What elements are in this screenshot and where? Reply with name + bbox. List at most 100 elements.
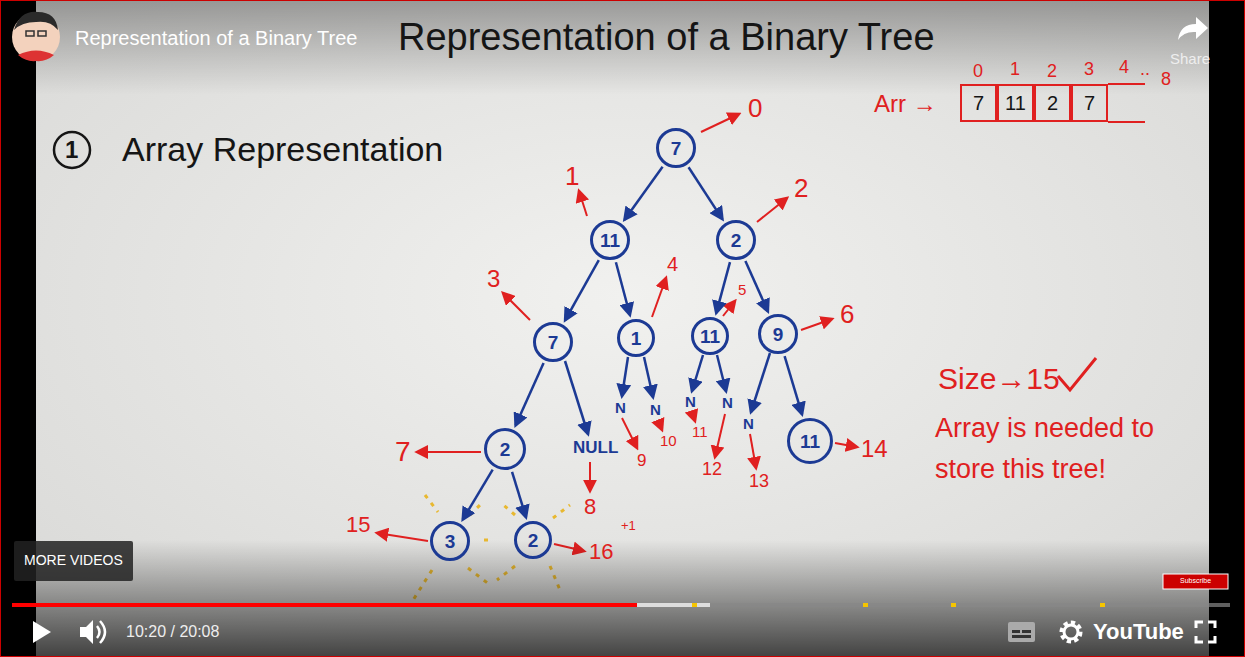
tree-edge [516,363,544,425]
captions-line [1012,630,1020,633]
tree-index: 16 [589,540,613,564]
board-title: Representation of a Binary Tree [398,17,935,59]
gear-teeth [1062,623,1080,641]
tree-index: 4 [667,253,678,275]
chapter-mark [951,603,956,607]
node-circle [760,316,797,353]
node-value: 11 [800,432,820,451]
cell-value: 11 [1005,93,1026,113]
corner [1208,636,1215,642]
check-mark [1058,358,1096,390]
node-value: 1 [631,329,642,348]
share-icon [1178,17,1208,40]
captions-icon [1008,622,1035,642]
corner [1196,622,1203,628]
tree-index: 15 [346,513,370,537]
array-empty-cell [1108,84,1145,122]
index-arrow [589,462,591,491]
node-circle [535,324,572,361]
node-value: 2 [528,531,539,550]
index-arrow [658,420,662,430]
tree-index: 10 [660,433,677,450]
progress-buffer [637,603,710,607]
null-marker: N [722,395,733,412]
node-circle [592,222,629,259]
tree-index: 13 [749,472,769,492]
tree-index: 11 [692,424,708,441]
note-text: Array is needed to store this tree! [935,408,1207,489]
captions-box [1008,622,1035,642]
subscribe-button [1163,574,1228,589]
section-heading: Array Representation [122,131,443,168]
video-title: Representation of a Binary Tree [75,27,357,49]
node-circle [486,430,525,469]
tree-edge [565,260,599,320]
tree-node: 11 [787,418,833,464]
array-border [1108,83,1145,85]
array-index: 0 [973,62,983,82]
node-circle [658,130,695,167]
time-display: 10:20 / 20:08 [126,623,219,641]
array-index: 1 [1010,60,1020,80]
subscribe-label: Subscribe [1180,577,1211,585]
dash [553,505,570,518]
null-arrow [622,357,628,396]
array-index: .. [1140,60,1150,80]
tree-edge [745,261,767,311]
null-marker: N [743,416,754,433]
node-circle [619,321,654,356]
node-circle [432,523,469,560]
array-index: 3 [1084,60,1094,80]
dash [500,502,515,515]
index-arrow [417,451,481,453]
array-cell: 7 [1071,84,1108,122]
node-circle [718,222,755,259]
tree-edge [512,472,526,517]
node-value: 3 [445,532,456,551]
node-value: 7 [548,333,559,352]
avatar-shirt [18,51,54,62]
null-marker: N [615,400,626,417]
tree-index: 12 [702,460,722,480]
more-videos-box [14,541,133,581]
tree-index: 9 [637,452,646,471]
array-index: 4 [1119,58,1129,78]
node-circle [789,420,832,463]
array-border [1108,121,1145,123]
index-arrow [692,412,695,421]
avatar-glasses [38,31,46,36]
null-arrow [565,361,588,434]
index-arrow [750,434,756,468]
tree-index: 2 [794,174,808,203]
array-index: 8 [1161,70,1171,90]
array-cell: 2 [1034,84,1071,122]
index-arrow [757,198,787,222]
tree-index: 8 [584,495,596,519]
tree-index: 0 [748,94,762,123]
cell-value: 2 [1047,93,1058,113]
node-circle [693,319,728,354]
index-arrow [723,301,735,316]
null-arrow [644,357,653,397]
array-index: 2 [1047,62,1057,82]
node-value: 2 [500,440,511,459]
tree-index: 7 [395,437,411,468]
cell-value: 7 [973,93,984,113]
tree-node: 3 [430,521,470,561]
captions-line [1012,635,1031,638]
null-arrow [751,353,770,412]
chapter-mark [1100,603,1105,607]
index-leaders [377,114,857,551]
tree-edge [716,262,730,313]
fullscreen-icon [1196,622,1215,642]
tree-node: 7 [656,128,696,168]
gear-ring [1064,625,1078,639]
tree-node: 2 [716,220,756,260]
array-cell: 11 [997,84,1034,122]
tree-index: 6 [840,300,854,329]
tree-edge [785,356,802,414]
tree-node: 9 [758,314,798,354]
play-icon [33,621,51,643]
